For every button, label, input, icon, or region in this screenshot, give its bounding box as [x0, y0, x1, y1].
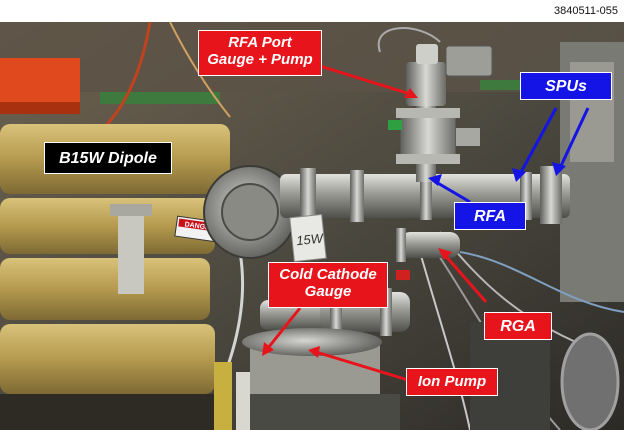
arrow-rga-head — [438, 248, 452, 260]
rga-flange — [396, 228, 406, 262]
cable — [459, 251, 624, 313]
red-connector — [396, 270, 410, 280]
green-rail — [100, 92, 220, 104]
dipole-coil-low — [0, 258, 210, 320]
rfa-pump-box — [445, 45, 493, 77]
arrow-rfa-port — [319, 64, 411, 96]
arrow-cold-cathode-head — [262, 342, 274, 356]
hose — [214, 362, 232, 430]
green-connector — [388, 120, 402, 130]
label-b15w-dipole: B15W Dipole — [44, 142, 172, 174]
arrow-ion-pump-head — [308, 346, 320, 358]
rga-body — [400, 232, 460, 258]
beamline-tag-text: 15W — [295, 230, 325, 248]
orange-box-shade — [0, 102, 80, 114]
label-rga: RGA — [484, 312, 552, 340]
dipole-bracket — [118, 208, 144, 294]
arrow-ion-pump — [315, 350, 409, 382]
arrow-cold-cathode — [266, 307, 302, 349]
dipole-coil-bottom — [0, 324, 215, 394]
cable — [377, 27, 441, 53]
rfa-gauge-body — [406, 62, 446, 106]
arrow-rfa — [435, 180, 471, 204]
figure-id: 3840511-055 — [553, 5, 618, 17]
label-cold-cathode: Cold Cathode Gauge — [268, 262, 388, 308]
cable — [419, 251, 471, 430]
arrow-rga — [442, 253, 488, 303]
beam-pipe-flange — [350, 170, 364, 222]
annotation-arrows — [262, 64, 590, 382]
arrow-spus-1 — [518, 107, 558, 175]
rfa-port-flange — [396, 108, 460, 118]
dipole-coil-mid — [0, 198, 215, 254]
hose — [236, 372, 250, 430]
ion-pump-base — [240, 394, 400, 430]
arrow-spus-2 — [558, 107, 590, 169]
dipole-bracket-plate — [110, 204, 152, 216]
beam-flange-inner — [221, 183, 279, 241]
arrow-spus-1-head — [512, 168, 526, 182]
arrow-spus-2-head — [552, 162, 566, 176]
spu-flange — [540, 166, 562, 224]
danger-tag-text: DANGER — [184, 221, 215, 232]
beam-pipe-flange — [300, 168, 316, 224]
label-ion-pump: Ion Pump — [406, 368, 498, 396]
green-rail-2 — [480, 80, 550, 90]
right-flex-hose — [560, 332, 620, 430]
beamline-tag — [289, 213, 327, 263]
label-rfa: RFA — [454, 202, 526, 230]
label-rfa-port: RFA Port Gauge + Pump — [198, 30, 322, 76]
ion-pump-body — [250, 340, 380, 400]
rfa-port-flange — [396, 154, 460, 164]
label-spus: SPUs — [520, 72, 612, 100]
rfa-port-cross — [399, 113, 457, 159]
arrow-rfa-head — [428, 174, 442, 186]
rfa-port-side — [456, 128, 480, 146]
dipole-core-shadow — [0, 394, 220, 430]
arrow-rfa-port-head — [404, 88, 418, 98]
beam-pipe-flange — [420, 172, 432, 220]
rfa-gauge-cap — [416, 44, 438, 64]
